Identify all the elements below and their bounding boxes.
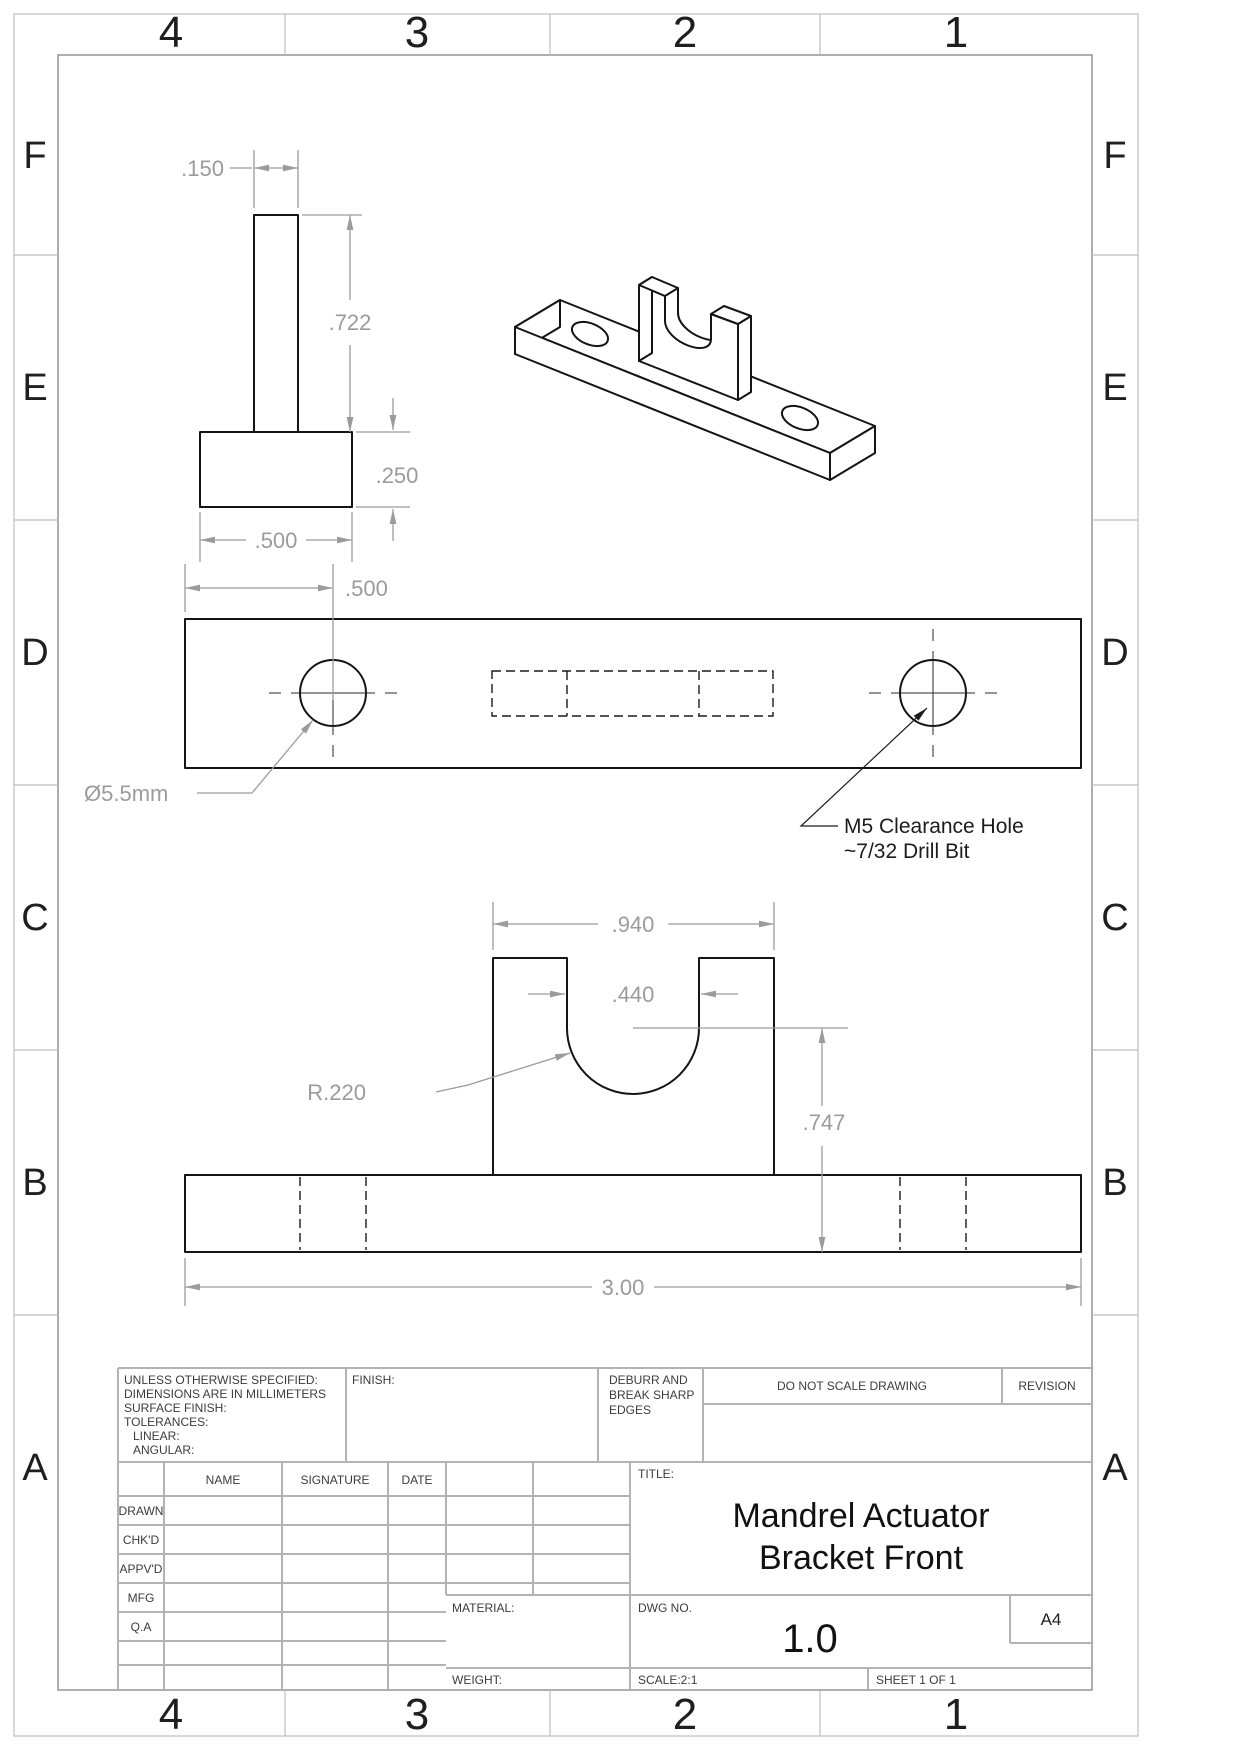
material-label: MATERIAL: [452, 1601, 514, 1615]
clearance-note-line1: M5 Clearance Hole [844, 815, 1024, 838]
spec-line-2: DIMENSIONS ARE IN MILLIMETERS [124, 1387, 326, 1401]
dim-base-width: .500 [255, 528, 298, 553]
deburr-line-2: BREAK SHARP [609, 1388, 694, 1402]
row-chkd: CHK'D [123, 1533, 160, 1547]
zone-row-right-b: B [1102, 1162, 1127, 1204]
zone-col-top-4: 4 [159, 8, 183, 57]
spec-line-5: LINEAR: [133, 1429, 180, 1443]
zone-row-left-d: D [21, 632, 48, 674]
col-name: NAME [206, 1473, 241, 1487]
dim-hole-offset: .500 [345, 576, 388, 601]
zone-row-right-a: A [1102, 1447, 1128, 1489]
spec-line-4: TOLERANCES: [124, 1415, 208, 1429]
dim-slot-radius: R.220 [307, 1080, 366, 1105]
row-appvd: APPV'D [120, 1562, 163, 1576]
paper-size: A4 [1041, 1610, 1062, 1629]
sheet-frame: 4 3 2 1 4 3 2 1 F E D C B A F E D C B A [13, 8, 1139, 1739]
dim-slot-center-height: .747 [803, 1110, 846, 1135]
sheet-label: SHEET 1 OF 1 [876, 1673, 956, 1687]
drawing-title-line2: Bracket Front [759, 1539, 964, 1577]
spec-line-3: SURFACE FINISH: [124, 1401, 227, 1415]
zone-col-bottom-1: 1 [944, 1690, 968, 1739]
zone-col-top-2: 2 [673, 8, 697, 57]
zone-col-bottom-4: 4 [159, 1690, 183, 1739]
zone-row-right-f: F [1103, 135, 1126, 177]
dwg-label: DWG NO. [638, 1601, 692, 1615]
zone-row-left-c: C [21, 897, 48, 939]
iso-hole-left [570, 320, 610, 348]
col-signature: SIGNATURE [300, 1473, 369, 1487]
title-block: UNLESS OTHERWISE SPECIFIED: DIMENSIONS A… [117, 1367, 1092, 1690]
dim-slot-width: .440 [612, 982, 655, 1007]
row-qa: Q.A [131, 1620, 152, 1634]
scale-label: SCALE:2:1 [638, 1673, 698, 1687]
dim-hole-diameter: Ø5.5mm [84, 781, 168, 806]
dim-tab-height: .722 [329, 310, 372, 335]
side-view-base [199, 431, 353, 508]
dim-tab-thickness: .150 [181, 156, 224, 181]
slot-radius-leader [435, 1052, 571, 1093]
zone-row-right-e: E [1102, 367, 1127, 409]
front-view-base [184, 1174, 1082, 1253]
isometric-view [514, 276, 876, 481]
zone-row-left-b: B [22, 1162, 47, 1204]
zone-row-left-f: F [23, 135, 46, 177]
spec-line-1: UNLESS OTHERWISE SPECIFIED: [124, 1373, 318, 1387]
top-view-hidden-tab [491, 670, 774, 717]
zone-row-right-d: D [1101, 632, 1128, 674]
zone-col-bottom-3: 3 [405, 1690, 429, 1739]
title-label: TITLE: [638, 1467, 674, 1481]
clearance-note-line2: ~7/32 Drill Bit [844, 840, 970, 863]
dim-tab-length: .940 [612, 912, 655, 937]
top-view-outline [184, 618, 1082, 769]
weight-label: WEIGHT: [452, 1673, 502, 1687]
iso-hole-right [780, 404, 820, 432]
zone-row-right-c: C [1101, 897, 1128, 939]
zone-col-bottom-2: 2 [673, 1690, 697, 1739]
finish-label: FINISH: [352, 1373, 395, 1387]
front-view-tab [492, 957, 775, 1176]
dim-base-thickness: .250 [376, 463, 419, 488]
deburr-line-1: DEBURR AND [609, 1373, 688, 1387]
dwg-number: 1.0 [782, 1617, 838, 1661]
clearance-note-leader [799, 707, 928, 827]
spec-line-6: ANGULAR: [133, 1443, 194, 1457]
zone-row-left-a: A [22, 1447, 48, 1489]
zone-col-top-3: 3 [405, 8, 429, 57]
drawing-title-line1: Mandrel Actuator [732, 1497, 989, 1535]
zone-row-left-e: E [22, 367, 47, 409]
side-view-tab [253, 214, 299, 433]
revision-label: REVISION [1018, 1379, 1075, 1393]
row-mfg: MFG [128, 1591, 155, 1605]
hole-diameter-leader [197, 719, 314, 794]
col-date: DATE [401, 1473, 432, 1487]
row-drawn: DRAWN [119, 1504, 164, 1518]
zone-col-top-1: 1 [944, 8, 968, 57]
side-view: .150 .722 .250 .500 [181, 150, 418, 562]
do-not-scale-label: DO NOT SCALE DRAWING [777, 1379, 927, 1393]
dim-overall-length: 3.00 [602, 1275, 645, 1300]
front-view: .940 .440 R.220 .747 3.00 [184, 902, 1082, 1306]
top-view: .500 Ø5.5mm M5 Clearance Hole ~7/32 Dril… [84, 564, 1082, 863]
deburr-line-3: EDGES [609, 1403, 651, 1417]
